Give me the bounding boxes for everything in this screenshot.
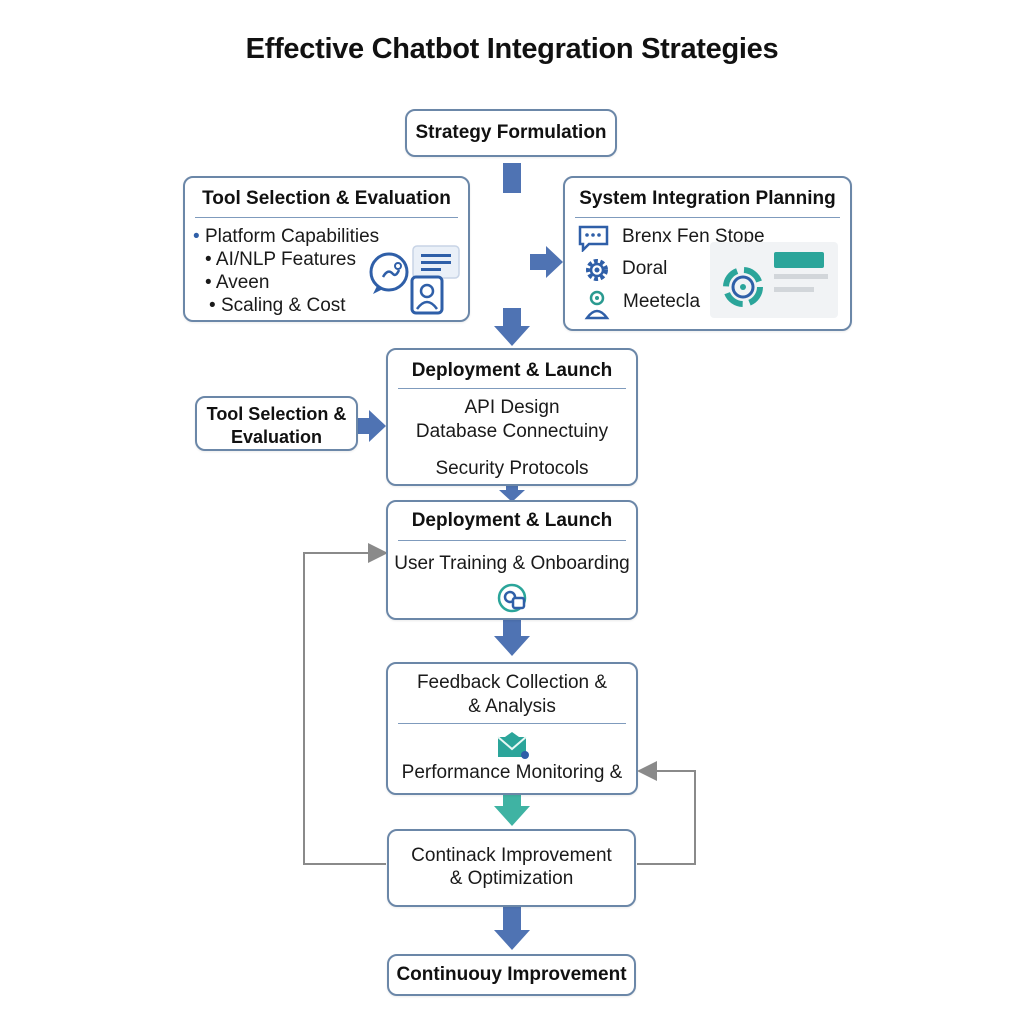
- node-strategy-formulation: Strategy Formulation: [405, 109, 617, 157]
- node-continack-improvement: Continack Improvement & Optimization: [387, 829, 636, 907]
- loop-right-connector: [637, 761, 696, 865]
- list-item: Database Connectuiny: [415, 421, 609, 442]
- loop-left-connector: [303, 543, 388, 865]
- bullet-icon: •: [205, 249, 212, 270]
- arrow-down-to-deployment-1: [494, 308, 530, 346]
- node-tool-selection-side: Tool Selection & Evaluation: [195, 396, 358, 451]
- bullet-icon: •: [193, 226, 200, 247]
- chat-dots-icon: [578, 225, 609, 252]
- node-label-line1: Continack Improvement: [411, 845, 612, 866]
- node-system-integration: System Integration Planning Brenx Fen St…: [563, 176, 852, 331]
- onboarding-icon: [497, 583, 527, 613]
- bullet-icon: •: [209, 295, 216, 316]
- node-label: Deployment & Launch: [411, 510, 613, 531]
- gear-icon: [586, 259, 608, 281]
- node-label: Deployment & Launch: [411, 360, 613, 381]
- list-item: • Platform Capabilities: [193, 226, 380, 247]
- list-item: API Design: [464, 397, 560, 418]
- list-item: Performance Monitoring &: [401, 762, 623, 783]
- node-label: System Integration Planning: [579, 188, 836, 209]
- chatbot-icon: [369, 252, 409, 294]
- mail-icon: [497, 732, 529, 759]
- node-label: Strategy Formulation: [415, 122, 607, 143]
- list-item: • Scaling & Cost: [209, 295, 346, 316]
- arrow-down-to-deployment-2: [499, 484, 525, 502]
- arrow-stem-strategy: [503, 163, 521, 193]
- node-label-line1: Feedback Collection &: [416, 672, 608, 693]
- node-continuous-improvement: Continuouy Improvement: [387, 954, 636, 996]
- list-item: User Training & Onboarding: [394, 553, 630, 574]
- node-label-line2: & Analysis: [468, 696, 556, 717]
- node-tool-selection: Tool Selection & Evaluation • Platform C…: [183, 176, 470, 322]
- teal-bar: [774, 252, 824, 268]
- dashboard-panel: [710, 242, 838, 318]
- divider: [575, 217, 840, 218]
- node-deployment-launch-1: Deployment & Launch API Design Database …: [386, 348, 638, 486]
- gray-bar: [774, 287, 814, 292]
- list-item: Security Protocols: [435, 458, 589, 479]
- arrow-right-to-system-integration: [530, 246, 563, 278]
- chat-message-icon: [412, 245, 460, 279]
- user-profile-icon: [410, 275, 444, 315]
- list-item: Brenx Fen Stope: [622, 226, 765, 247]
- divider: [398, 540, 626, 541]
- list-item: • AI/NLP Features: [205, 249, 356, 270]
- node-feedback-collection: Feedback Collection & & Analysis Perform…: [386, 662, 638, 795]
- diagram-title: Effective Chatbot Integration Strategies: [245, 33, 779, 65]
- list-item: Doral: [622, 258, 668, 279]
- list-item: Meetecla: [623, 291, 701, 312]
- node-label-line2: & Optimization: [449, 868, 574, 889]
- node-label: Continuouy Improvement: [396, 964, 627, 985]
- arrow-down-to-continack: [494, 795, 530, 826]
- arrow-right-to-deployment-1: [357, 410, 386, 442]
- divider: [195, 217, 458, 218]
- arrow-down-to-continuous: [494, 907, 530, 950]
- list-item: • Aveen: [205, 272, 270, 293]
- gray-bar: [774, 274, 828, 279]
- cycle-chart-icon: [723, 267, 763, 307]
- bullet-icon: •: [205, 272, 212, 293]
- node-deployment-launch-2: Deployment & Launch User Training & Onbo…: [386, 500, 638, 620]
- user-icon: [584, 290, 610, 320]
- divider: [398, 388, 626, 389]
- node-label-line2: Evaluation: [230, 427, 323, 447]
- arrow-down-to-feedback: [494, 620, 530, 656]
- node-label-line1: Tool Selection &: [206, 404, 347, 424]
- node-label: Tool Selection & Evaluation: [202, 188, 451, 209]
- divider: [398, 723, 626, 724]
